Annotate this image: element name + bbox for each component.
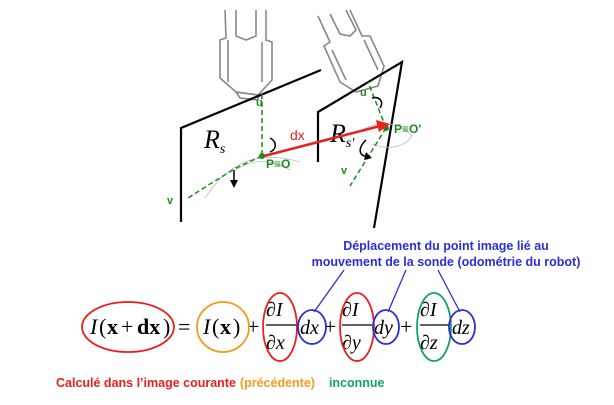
svg-text:(: ( [99,314,106,339]
eq-lhs-dx: dx [137,314,160,339]
annotation-line-2: mouvement de la sonde (odométrie du robo… [312,255,581,269]
highlight-lhs-red [81,301,175,353]
svg-text:∂I: ∂I [266,299,284,321]
eq-plus-2: + [324,314,336,339]
frame-right-axes [349,81,387,187]
svg-text:Rs: Rs [203,125,226,157]
eq-rhs-x: x [220,314,231,339]
svg-text:∂I: ∂I [342,299,360,321]
frame-sub-right: s' [346,136,355,151]
displacement-arrowhead [376,120,390,132]
highlight-ix-orange [196,301,250,353]
axis-u-label-left: u [256,97,263,109]
svg-text:Rs': Rs' [329,119,355,151]
eq-rhs-i: I [202,314,212,339]
point-label-left: P≡O [266,157,290,171]
point-p-left-dot [259,153,265,159]
eq-equals: = [178,314,190,339]
axis-v-label-right: v [341,165,348,177]
frame-label-right: R [329,119,346,148]
robot-probe-right-icon [317,9,385,93]
highlight-didx-red [262,292,298,362]
highlight-didz-green [416,292,452,362]
svg-text:∂x: ∂x [266,332,285,354]
svg-text:∂I: ∂I [420,299,438,321]
eq-plus-1: + [247,314,259,339]
frame-sub-left: s [220,142,226,157]
image-plane-left [179,68,322,222]
eq-lhs-x: x [107,314,118,339]
eq-dz: dz [452,317,470,339]
frame-label-left: R [203,125,220,154]
eq-plus-3: + [400,314,412,339]
eq-lhs-plus: + [121,314,133,339]
highlight-dz-blue [448,309,476,345]
axis-v-label-left: v [167,195,174,207]
point-label-right: P≡O' [394,122,421,136]
legend-green-text: inconnue [329,376,385,390]
eq-dy: dy [374,317,393,339]
svg-text:∂y: ∂y [342,332,361,354]
svg-text:(: ( [212,314,219,339]
displacement-label: dx [290,127,305,143]
frame-left-axes [187,94,276,199]
robot-probe-left-icon [219,9,273,101]
legend-red-text: Calculé dans l’image courante [56,376,236,390]
highlight-dx-blue [297,309,327,345]
annotation-line-1: Déplacement du point image lié au [343,239,549,253]
axis-u-label-right: u [360,87,367,99]
highlight-didy-red [339,292,375,362]
highlight-dy-blue [372,309,400,345]
eq-lhs-i: I [89,314,99,339]
annotation-connectors [313,269,461,313]
eq-dx: dx [300,317,319,339]
image-plane-right [316,59,404,229]
svg-text:∂z: ∂z [420,332,438,354]
svg-text:Calculé dans l’image courante(: Calculé dans l’image courante (précédente… [56,376,385,390]
displacement-arrow [263,124,381,158]
legend-orange-text: (précédente) [240,376,315,390]
svg-text:): ) [233,314,240,339]
svg-text:): ) [163,314,170,339]
